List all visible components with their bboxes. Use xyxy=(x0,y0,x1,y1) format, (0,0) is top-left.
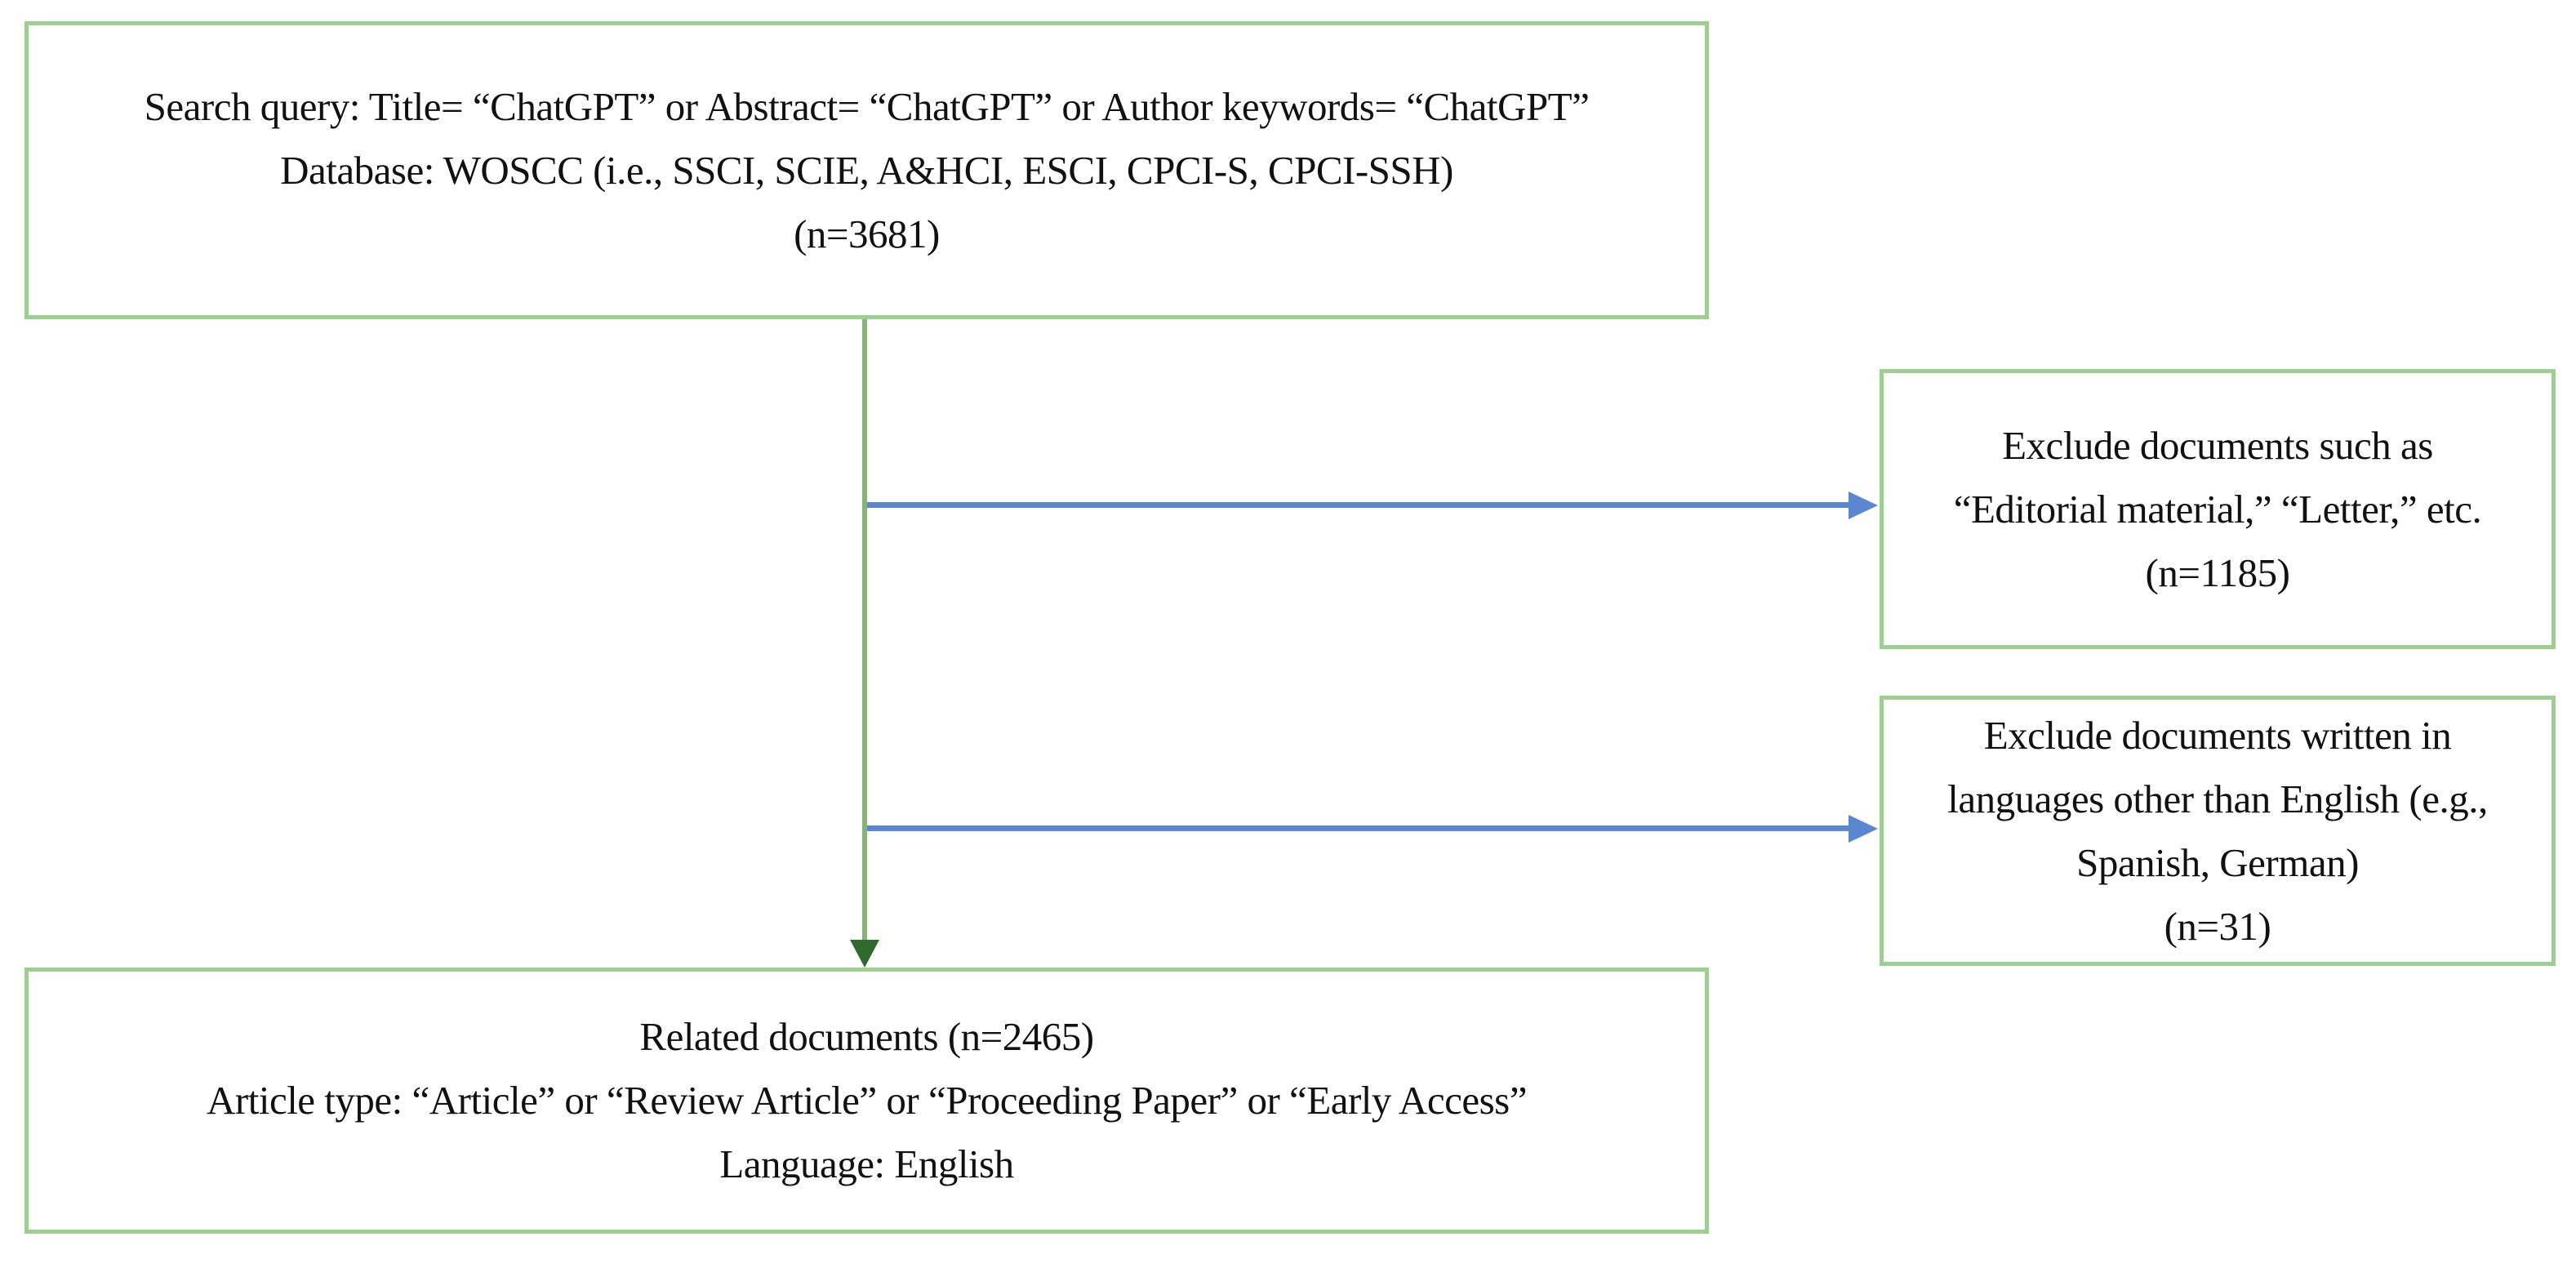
exclude-document-type-box: Exclude documents such as “Editorial mat… xyxy=(1880,369,2556,649)
related-documents-article-type-line: Article type: “Article” or “Review Artic… xyxy=(207,1078,1527,1123)
arrow-right-icon xyxy=(1849,814,1878,843)
exclude-type-connector-line xyxy=(867,502,1852,508)
exclude-language-count: (n=31) xyxy=(2164,903,2271,949)
search-query-line-1: Search query: Title= “ChatGPT” or Abstra… xyxy=(144,83,1590,129)
search-query-count: (n=3681) xyxy=(794,211,940,256)
arrow-right-icon xyxy=(1849,491,1878,519)
related-documents-box: Related documents (n=2465) Article type:… xyxy=(24,968,1709,1234)
vertical-connector-line xyxy=(862,319,867,941)
exclude-type-line-2: “Editorial material,” “Letter,” etc. xyxy=(1953,486,2482,532)
exclude-language-line-3: Spanish, German) xyxy=(2076,839,2359,885)
related-documents-language-line: Language: English xyxy=(719,1141,1014,1186)
exclude-language-box: Exclude documents written in languages o… xyxy=(1880,696,2556,966)
search-query-line-2: Database: WOSCC (i.e., SSCI, SCIE, A&HCI… xyxy=(280,147,1453,193)
exclude-type-line-1: Exclude documents such as xyxy=(2002,422,2433,468)
exclude-language-connector-line xyxy=(867,825,1852,831)
exclude-type-count: (n=1185) xyxy=(2145,549,2290,595)
search-query-box: Search query: Title= “ChatGPT” or Abstra… xyxy=(24,21,1709,319)
exclude-language-line-1: Exclude documents written in xyxy=(1983,712,2452,758)
arrow-down-icon xyxy=(850,940,879,968)
exclude-language-line-2: languages other than English (e.g., xyxy=(1947,776,2488,821)
related-documents-count-line: Related documents (n=2465) xyxy=(639,1014,1094,1059)
